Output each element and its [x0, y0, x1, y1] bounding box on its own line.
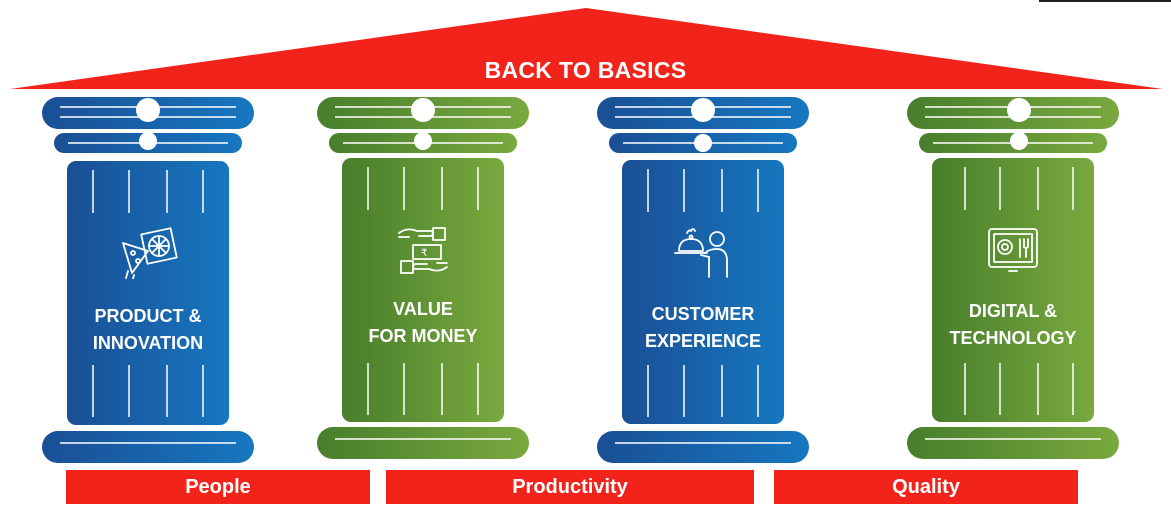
- pillar-product-innovation: PRODUCT & INNOVATION: [40, 95, 256, 467]
- pillar-frame: [597, 97, 809, 463]
- pillar-label-line1: DIGITAL &: [968, 301, 1058, 321]
- pillar-label-line1: VALUE: [393, 299, 453, 319]
- pillar-label-line1: PRODUCT &: [94, 306, 202, 326]
- roof: [10, 8, 1163, 89]
- corner-line: [1039, 0, 1171, 2]
- pillar-label-line2: TECHNOLOGY: [949, 328, 1077, 348]
- foundation-people: People: [66, 470, 370, 504]
- pillar-value-for-money: ₹ VALUE FOR MONEY: [315, 95, 531, 467]
- pillar-frame: [317, 97, 529, 459]
- pillar-label-line2: INNOVATION: [92, 333, 204, 353]
- pillar-digital-technology: DIGITAL & TECHNOLOGY: [905, 95, 1121, 467]
- pillar-frame: [907, 97, 1119, 459]
- rupee-hands-icon: ₹: [398, 227, 448, 274]
- pillar-frame: [42, 97, 254, 463]
- pillar-label-line1: CUSTOMER: [651, 304, 755, 324]
- foundation-productivity: Productivity: [386, 470, 754, 504]
- pillar-label-line2: FOR MONEY: [368, 326, 478, 346]
- svg-text:₹: ₹: [421, 248, 427, 259]
- waiter-cloche-icon: [674, 228, 728, 278]
- pillar-label-line2: EXPERIENCE: [644, 331, 762, 351]
- foundation-quality: Quality: [774, 470, 1078, 504]
- pillar-customer-experience: CUSTOMER EXPERIENCE: [595, 95, 811, 467]
- tablet-menu-icon: [988, 228, 1038, 272]
- pizza-slice-icon: [122, 227, 178, 279]
- roof-title: BACK TO BASICS: [484, 57, 687, 83]
